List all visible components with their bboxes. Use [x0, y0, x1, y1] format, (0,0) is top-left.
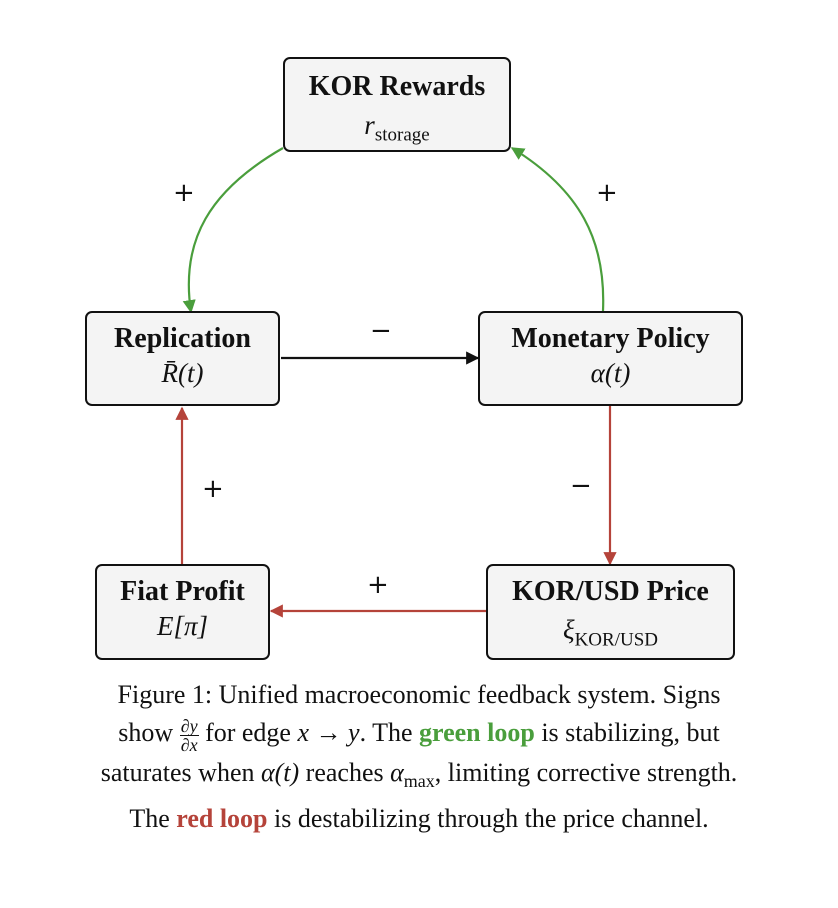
caption-text: saturates when — [100, 757, 255, 787]
caption-math: α(t) — [260, 757, 300, 787]
sign-price-to-profit: + — [367, 570, 389, 600]
edge-rewards-to-replication — [182, 147, 284, 314]
storage-subscript: storage — [374, 124, 430, 146]
node-title-monetary-policy: Monetary Policy — [511, 323, 710, 354]
node-sub-monetary-policy: α(t) — [590, 358, 631, 388]
caption-line-4: The red loop is destabilizing through th… — [30, 800, 808, 838]
caption-text: is destabilizing through the price chann… — [274, 803, 709, 833]
edge-policy-to-rewards — [510, 147, 605, 312]
caption-text: reaches — [305, 757, 384, 787]
caption-text: for edge — [205, 718, 291, 747]
caption-line-2: show ∂y ∂x for edge x → y. The green loo… — [30, 714, 808, 754]
caption-line-1: Figure 1: Unified macroeconomic feedback… — [117, 680, 721, 709]
alpha-max: αmax — [390, 757, 435, 791]
node-monetary-policy: Monetary Policy α(t) — [478, 311, 743, 406]
caption-text: , limiting corrective strength. — [434, 757, 738, 787]
node-kor-usd-price: KOR/USD Price ξKOR/USD — [486, 564, 735, 660]
node-title-replication: Replication — [114, 323, 251, 354]
caption-text: show — [118, 718, 174, 747]
caption-text: is stabilizing, but — [541, 718, 720, 747]
node-title-kor-usd-price: KOR/USD Price — [512, 576, 709, 607]
sign-replication-to-policy: − — [370, 316, 392, 346]
sign-policy-to-price: − — [570, 471, 592, 501]
node-replication: Replication R̄(t) — [85, 311, 280, 406]
node-title-kor-rewards: KOR Rewards — [308, 71, 486, 102]
figure-caption: Figure 1: Unified macroeconomic feedback… — [30, 676, 808, 838]
red-loop-label: red loop — [176, 803, 268, 833]
node-fiat-profit: Fiat Profit E[π] — [95, 564, 270, 660]
kor-usd-subscript: KOR/USD — [574, 629, 658, 651]
green-loop-label: green loop — [419, 718, 535, 747]
sign-profit-to-replication: + — [202, 474, 224, 504]
fraction-numerator: ∂y — [179, 715, 199, 736]
diagram-edges — [175, 147, 617, 618]
max-subscript: max — [403, 770, 435, 791]
partial-derivative-fraction: ∂y ∂x — [179, 715, 199, 755]
node-kor-rewards: KOR Rewards rstorage — [283, 57, 511, 152]
node-sub-kor-usd-price: ξKOR/USD — [563, 615, 658, 651]
fraction-denominator: ∂x — [180, 734, 198, 755]
alpha-symbol: α — [390, 757, 404, 787]
caption-text: . The — [359, 718, 413, 747]
sign-policy-to-rewards: + — [596, 178, 618, 208]
caption-math: x → y — [297, 718, 360, 747]
node-sub-replication: R̄(t) — [161, 358, 204, 388]
node-sub-fiat-profit: E[π] — [156, 611, 209, 641]
caption-text: The — [129, 803, 170, 833]
feedback-diagram: KOR Rewards rstorage Replication R̄(t) M… — [85, 57, 743, 660]
caption-line-3: saturates when α(t) reaches αmax, limiti… — [30, 754, 808, 800]
node-sub-kor-rewards: rstorage — [364, 110, 430, 146]
sign-rewards-to-replication: + — [173, 178, 195, 208]
node-title-fiat-profit: Fiat Profit — [120, 576, 245, 607]
